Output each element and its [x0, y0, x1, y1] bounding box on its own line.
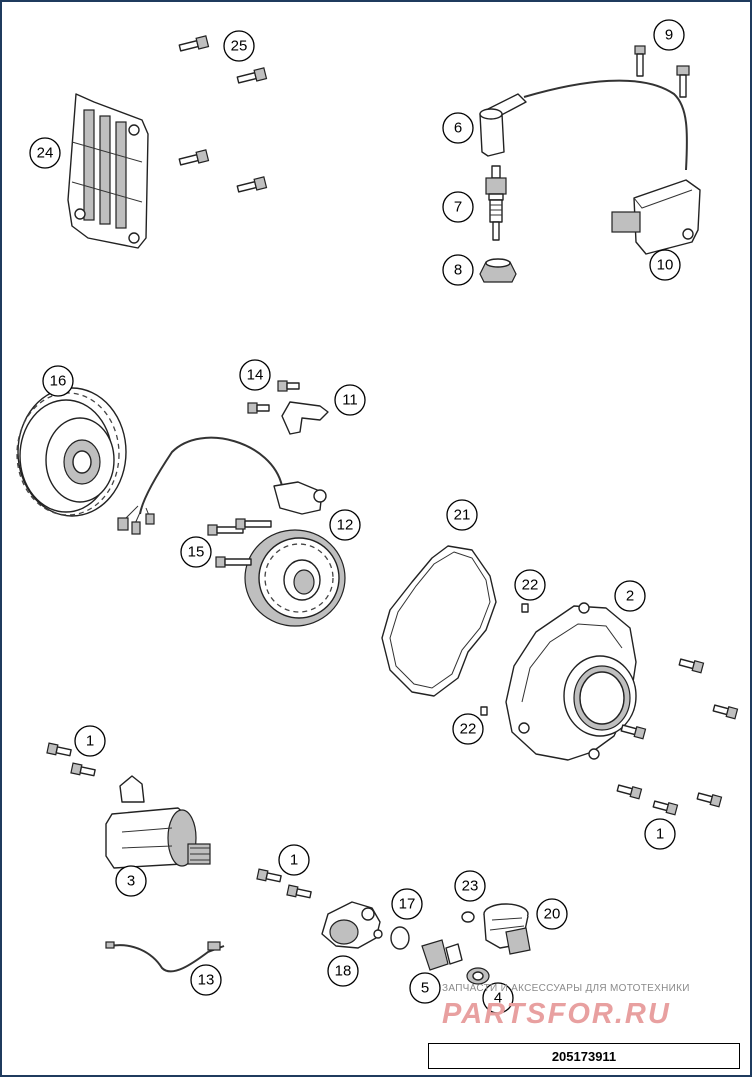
cable-clamp-11 — [281, 401, 329, 435]
callout-7: 7 — [442, 191, 474, 223]
o-ring-17 — [390, 926, 410, 950]
svg-text:10: 10 — [657, 257, 674, 274]
callout-12: 12 — [329, 509, 361, 541]
watermark-logo: PARTSFOR.RU — [442, 998, 671, 1030]
svg-text:7: 7 — [454, 199, 462, 216]
starter-motor-3 — [105, 775, 211, 869]
gear-shaft-5 — [421, 939, 463, 971]
svg-text:1: 1 — [290, 852, 298, 869]
callout-21: 21 — [446, 499, 478, 531]
svg-text:17: 17 — [399, 896, 416, 913]
callout-14: 14 — [239, 359, 271, 391]
callout-9: 9 — [653, 19, 685, 51]
dowel-pins-22 — [480, 603, 529, 716]
svg-text:3: 3 — [127, 873, 135, 890]
callout-4: 4 — [482, 982, 514, 1014]
starter-drive-20 — [483, 903, 531, 955]
callout-1-starter: 1 — [74, 725, 106, 757]
callout-25: 25 — [223, 30, 255, 62]
spark-plug-cap-6 — [479, 93, 527, 157]
callout-13: 13 — [190, 964, 222, 996]
stator-wiring — [117, 436, 283, 535]
svg-text:1: 1 — [86, 733, 94, 750]
washer-4 — [466, 967, 490, 985]
callout-5: 5 — [409, 972, 441, 1004]
svg-text:16: 16 — [50, 373, 67, 390]
cover-screws — [616, 658, 739, 816]
callout-8: 8 — [442, 254, 474, 286]
diagram-code: 205173911 — [551, 1048, 617, 1064]
callout-10: 10 — [649, 249, 681, 281]
svg-text:8: 8 — [454, 262, 462, 279]
ignition-lead — [523, 79, 688, 171]
svg-text:13: 13 — [198, 972, 215, 989]
svg-text:15: 15 — [188, 544, 205, 561]
svg-text:12: 12 — [337, 517, 354, 534]
callout-22-top: 22 — [514, 569, 546, 601]
callout-6: 6 — [442, 112, 474, 144]
svg-text:9: 9 — [665, 27, 673, 44]
flywheel-16 — [16, 387, 127, 517]
drive-screws — [256, 868, 312, 899]
svg-text:21: 21 — [454, 507, 471, 524]
svg-text:11: 11 — [342, 392, 358, 409]
callout-22-bottom: 22 — [452, 713, 484, 745]
callout-18: 18 — [327, 955, 359, 987]
callout-24: 24 — [29, 137, 61, 169]
svg-text:20: 20 — [544, 906, 561, 923]
svg-text:22: 22 — [522, 577, 539, 594]
callout-20: 20 — [536, 898, 568, 930]
screws-9 — [634, 45, 690, 98]
callout-3: 3 — [115, 865, 147, 897]
svg-text:1: 1 — [656, 826, 664, 843]
callout-2: 2 — [614, 580, 646, 612]
housing-18 — [321, 901, 383, 949]
svg-text:2: 2 — [626, 588, 634, 605]
screws-15 — [207, 518, 272, 568]
starter-cable-13 — [105, 941, 225, 973]
callout-1-cover: 1 — [644, 818, 676, 850]
svg-text:22: 22 — [460, 721, 477, 738]
callout-1-drive: 1 — [278, 844, 310, 876]
svg-text:23: 23 — [462, 878, 479, 895]
svg-text:18: 18 — [335, 963, 352, 980]
callout-16: 16 — [42, 365, 74, 397]
stator-12 — [244, 481, 346, 627]
svg-text:14: 14 — [247, 367, 264, 384]
callout-17: 17 — [391, 888, 423, 920]
ecu-bracket-24 — [67, 93, 149, 249]
ring-23 — [461, 911, 475, 923]
svg-text:4: 4 — [494, 990, 502, 1007]
svg-text:5: 5 — [421, 980, 429, 997]
watermark-caption: ЗАПЧАСТИ И АКСЕССУАРЫ ДЛЯ МОТОТЕХНИКИ — [442, 983, 690, 994]
ignition-coil-10 — [611, 179, 701, 255]
starter-screws — [46, 742, 96, 777]
spark-plug-7 — [485, 165, 507, 241]
screws-14 — [247, 380, 300, 414]
svg-text:6: 6 — [454, 120, 462, 137]
diagram-code-box: 205173911 — [428, 1043, 740, 1069]
gasket-21 — [381, 545, 497, 697]
svg-text:25: 25 — [231, 38, 248, 55]
callout-23: 23 — [454, 870, 486, 902]
callout-11: 11 — [334, 384, 366, 416]
seal-8 — [479, 258, 517, 283]
svg-text:24: 24 — [37, 145, 54, 162]
ignition-cover-2 — [505, 602, 637, 761]
bolt-group-25 — [178, 35, 268, 193]
callout-15: 15 — [180, 536, 212, 568]
